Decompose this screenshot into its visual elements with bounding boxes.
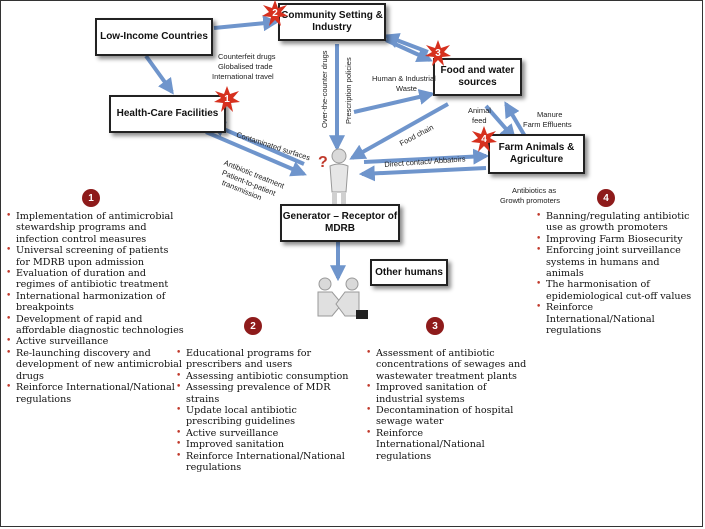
node-low-income: Low-Income Countries [95,18,213,56]
arrow-animal-feed [484,104,517,141]
arrow-manure [504,101,528,140]
question-mark-icon: ? [318,154,328,171]
label-globalised: Globalised trade [218,62,273,71]
list-item: The harmonisation of epidemiological cut… [536,279,700,302]
arrow-human-waste-to-food [353,89,436,114]
label-human-industrial: Human & Industrial [372,74,436,83]
label-otc: Over-the-counter drugs [320,50,329,128]
list-item: Assessing antibiotic consumption [176,371,350,383]
list-item: Assessing prevalence of MDR strains [176,382,350,405]
list-item: Re-launching discovery and development o… [6,348,184,382]
measures-list-4: Banning/regulating antibiotic use as gro… [536,211,700,336]
arrow-lowincome-to-healthcare [144,54,174,95]
list-item: Educational programs for prescribers and… [176,348,350,371]
list-item: Reinforce International/National regulat… [176,451,350,474]
label-animal: Animal [468,106,491,115]
list-item: Active surveillance [176,428,350,440]
label-prescription: Prescription policies [344,57,353,124]
node-healthcare: Health-Care Facilities [109,95,226,133]
arrow-food-chain [349,102,449,160]
label-feed: feed [472,116,487,125]
label-travel: International travel [212,72,274,81]
arrow-healthcare-to-generator [205,130,307,177]
arrow-farm-to-generator [358,165,487,182]
label-counterfeit: Counterfeit drugs [218,52,276,61]
burst-2-icon: 2 [262,0,288,26]
list-item: Reinforce International/National regulat… [366,428,534,462]
list-item: Decontamination of hospital sewage water [366,405,534,428]
handshake-figure [317,277,368,319]
label-antibiotics-as: Antibiotics as [512,186,557,195]
list-item: Improved sanitation [176,439,350,451]
list-item: Reinforce International/National regulat… [536,302,700,336]
node-other-humans: Other humans [370,259,448,286]
node-generator: Generator – Receptor of MDRB [280,204,400,242]
arrow-food-to-community [383,33,429,54]
label-growth-promoters: Growth promoters [500,196,561,205]
label-manure: Manure [537,110,563,119]
label-effluents: Farm Effluents [523,120,572,129]
node-farm: Farm Animals & Agriculture [488,134,585,174]
measures-list-1: Implementation of antimicrobial stewards… [6,211,184,405]
badge-1: 1 [82,189,100,207]
list-item: Improved sanitation of industrial system… [366,382,534,405]
arrow-lowincome-to-community [213,15,280,32]
person-question-figure [329,148,349,206]
node-food-water: Food and water sources [433,58,522,96]
list-item: Banning/regulating antibiotic use as gro… [536,211,700,234]
badge-4: 4 [597,189,615,207]
list-item: Development of rapid and affordable diag… [6,314,184,337]
list-item: Reinforce International/National regulat… [6,382,184,405]
list-item: Update local antibiotic prescribing guid… [176,405,350,428]
label-waste: Waste [396,84,417,93]
list-item: International harmonization of breakpoin… [6,291,184,314]
measures-list-3: Assessment of antibiotic concentrations … [366,348,534,462]
list-item: Assessment of antibiotic concentrations … [366,348,534,382]
arrow-generator-to-farm [363,148,490,165]
list-item: Improving Farm Biosecurity [536,234,700,246]
list-item: Implementation of antimicrobial stewards… [6,211,184,245]
burst-3-icon: 3 [425,40,451,66]
badge-2: 2 [244,317,262,335]
arrow-generator-to-healthcare [209,121,305,166]
badge-3: 3 [426,317,444,335]
node-community: Community Setting & Industry [278,3,386,41]
burst-1-icon: 1 [214,86,240,112]
burst-4-icon: 4 [471,126,497,152]
list-item: Universal screening of patients for MDRB… [6,245,184,268]
list-item: Active surveillance [6,336,184,348]
list-item: Evaluation of duration and regimes of an… [6,268,184,291]
measures-list-2: Educational programs for prescribers and… [176,348,350,473]
list-item: Enforcing joint surveillance systems in … [536,245,700,279]
